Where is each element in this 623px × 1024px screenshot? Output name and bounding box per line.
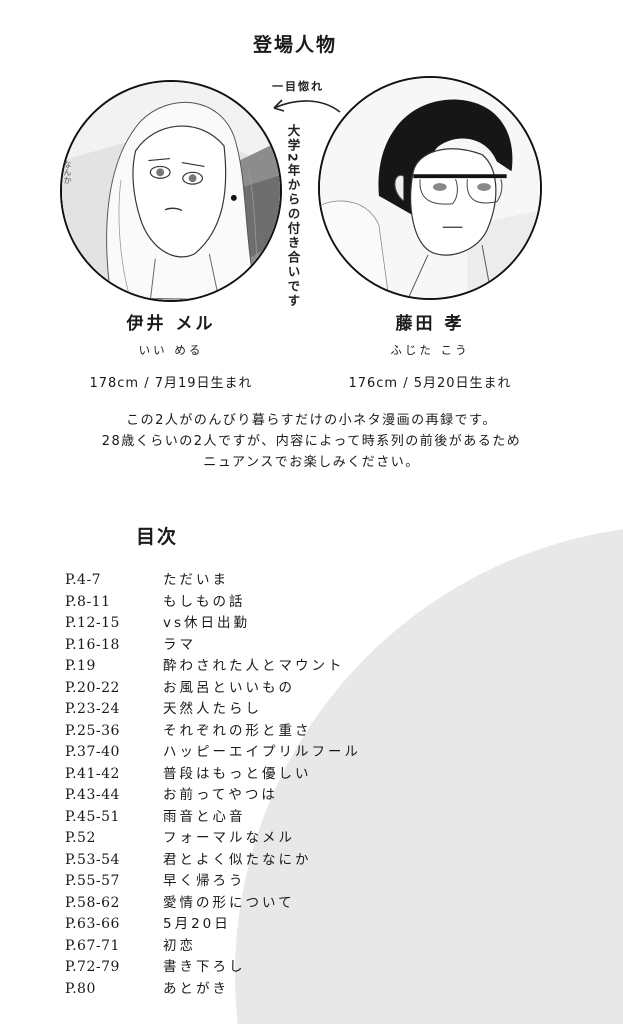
toc-row: P.52 フォーマルなメル — [65, 828, 361, 850]
toc-chapter-title: 天然人たらし — [163, 701, 262, 717]
annotation-nanka: なんか — [63, 160, 72, 184]
toc-page-range: P.67-71 — [65, 937, 120, 954]
toc-page-range: P.20-22 — [65, 679, 120, 696]
toc-chapter-title: フォーマルなメル — [163, 830, 295, 846]
toc-page-range: P.45-51 — [65, 808, 120, 825]
intro-line: ニュアンスでお楽しみください。 — [203, 455, 420, 470]
toc-page-range: P.55-57 — [65, 873, 120, 889]
toc-row: P.67-71 初恋 — [65, 936, 361, 958]
toc-page-range: P.52 — [65, 830, 96, 846]
toc-chapter-title: もしもの話 — [163, 593, 246, 610]
toc-page-range: P.58-62 — [65, 894, 120, 911]
toc-row: P.45-51 雨音と心音 — [65, 807, 361, 829]
toc-chapter-title: 愛情の形について — [163, 894, 295, 911]
toc-row: P.63-66 5月20日 — [65, 914, 361, 936]
toc-page-range: P.4-7 — [65, 572, 102, 588]
toc-chapter-title: 5月20日 — [163, 916, 231, 932]
annotation-love-at-first-sight: 一目惚れ — [272, 80, 324, 93]
character-reading: いい める — [138, 343, 204, 357]
toc-row: P.55-57 早く帰ろう — [65, 871, 361, 893]
toc-chapter-title: 酔わされた人とマウント — [163, 658, 345, 674]
toc-row: P.80 あとがき — [65, 979, 361, 1001]
toc-row: P.43-44 お前ってやつは — [65, 785, 361, 807]
portrait-mel — [60, 80, 282, 302]
toc-chapter-title: 雨音と心音 — [163, 808, 246, 825]
toc-row: P.12-15 vs休日出勤 — [65, 613, 361, 635]
toc-chapter-title: それぞれの形と重さ — [163, 722, 312, 739]
toc-row: P.37-40 ハッピーエイプリルフール — [65, 742, 361, 764]
toc-chapter-title: vs休日出勤 — [163, 615, 251, 631]
fujita-illustration — [320, 78, 540, 298]
toc-page-range: P.23-24 — [65, 701, 120, 717]
toc-chapter-title: 書き下ろし — [163, 959, 246, 975]
character-name: 藤田 孝 — [395, 314, 465, 334]
toc-page-range: P.72-79 — [65, 959, 120, 975]
arrow-icon — [273, 99, 341, 113]
character-info: 176cm / 5月20日生まれ — [348, 376, 512, 391]
toc-chapter-title: あとがき — [163, 980, 229, 997]
toc-page-range: P.43-44 — [65, 787, 120, 803]
toc-page-range: P.8-11 — [65, 593, 111, 610]
toc-row: P.8-11 もしもの話 — [65, 592, 361, 614]
toc-page-range: P.63-66 — [65, 916, 120, 932]
toc-chapter-title: 初恋 — [163, 937, 196, 954]
toc-row: P.25-36 それぞれの形と重さ — [65, 721, 361, 743]
toc-row: P.19 酔わされた人とマウント — [65, 656, 361, 678]
character-card-fujita: 藤田 孝 ふじた こう 176cm / 5月20日生まれ — [318, 312, 542, 391]
toc-row: P.41-42 普段はもっと優しい — [65, 764, 361, 786]
characters-section-title: 登場人物 — [253, 34, 338, 56]
toc-page-range: P.80 — [65, 980, 96, 997]
portrait-fujita — [318, 76, 542, 300]
toc-chapter-title: 早く帰ろう — [163, 873, 246, 889]
toc-row: P.16-18 ラマ — [65, 635, 361, 657]
toc-page-range: P.53-54 — [65, 851, 120, 868]
intro-line: 28歳くらいの2人ですが、内容によって時系列の前後があるため — [101, 434, 522, 449]
toc-page-range: P.12-15 — [65, 615, 120, 631]
annotation-relationship: 大学2年からの付き合いです — [285, 124, 301, 309]
toc-row: P.23-24 天然人たらし — [65, 699, 361, 721]
character-name: 伊井 メル — [126, 314, 216, 334]
character-card-mel: 伊井 メル いい める 178cm / 7月19日生まれ — [60, 312, 282, 391]
mel-illustration — [62, 82, 280, 300]
toc-row: P.20-22 お風呂といいもの — [65, 678, 361, 700]
toc-chapter-title: 君とよく似たなにか — [163, 851, 312, 868]
toc-row: P.4-7 ただいま — [65, 570, 361, 592]
toc-page-range: P.41-42 — [65, 765, 120, 782]
toc-page-range: P.37-40 — [65, 744, 120, 760]
toc-page-range: P.19 — [65, 658, 96, 674]
toc-row: P.72-79 書き下ろし — [65, 957, 361, 979]
character-info: 178cm / 7月19日生まれ — [89, 376, 253, 391]
intro-line: この2人がのんびり暮らすだけの小ネタ漫画の再録です。 — [126, 413, 497, 428]
toc-page-range: P.16-18 — [65, 636, 120, 653]
toc-row: P.53-54 君とよく似たなにか — [65, 850, 361, 872]
toc-chapter-title: お前ってやつは — [163, 787, 278, 803]
character-reading: ふじた こう — [390, 343, 470, 357]
intro-text: この2人がのんびり暮らすだけの小ネタ漫画の再録です。 28歳くらいの2人ですが、… — [0, 410, 623, 473]
toc-title: 目次 — [136, 526, 179, 548]
toc-chapter-title: 普段はもっと優しい — [163, 765, 312, 782]
toc-row: P.58-62 愛情の形について — [65, 893, 361, 915]
toc-chapter-title: ただいま — [163, 572, 229, 588]
toc-page-range: P.25-36 — [65, 722, 120, 739]
toc-chapter-title: ラマ — [163, 636, 196, 653]
toc-chapter-title: お風呂といいもの — [163, 679, 295, 696]
table-of-contents: P.4-7 ただいま P.8-11 もしもの話 P.12-15 vs休日出勤 P.16… — [65, 570, 361, 1000]
toc-chapter-title: ハッピーエイプリルフール — [163, 744, 361, 760]
